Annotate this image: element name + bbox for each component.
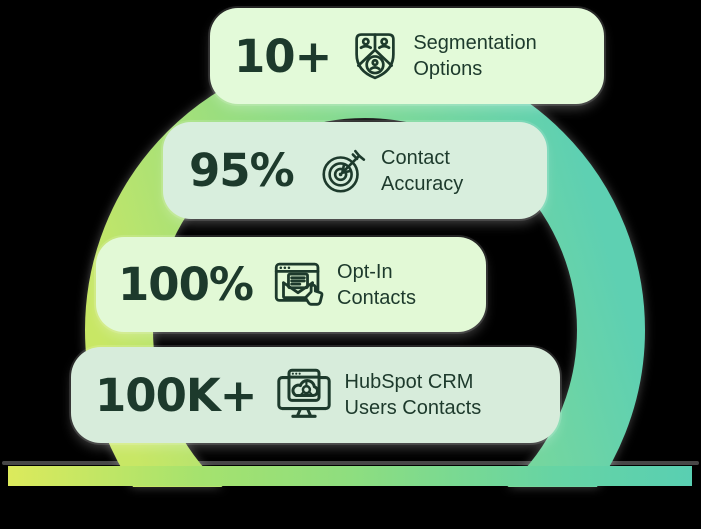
optin-mail-icon — [269, 256, 327, 314]
stat-card-segmentation: 10+ Segmentation Options — [210, 8, 604, 104]
stat-card-hubspot: 100K+ HubSpot CRM Users Contacts — [71, 347, 560, 443]
crm-monitor-icon — [273, 364, 335, 426]
stat-value: 95% — [189, 144, 295, 197]
segmentation-icon — [347, 28, 403, 84]
stat-card-accuracy: 95% Contact Accuracy — [163, 122, 547, 219]
stat-value: 10+ — [234, 29, 332, 83]
stat-value: 100% — [118, 258, 254, 311]
gradient-bar — [8, 466, 692, 486]
stat-label: HubSpot CRM Users Contacts — [344, 371, 482, 419]
bar-shadow-line — [2, 461, 699, 465]
stat-label: Segmentation Options — [413, 32, 537, 80]
stat-label: Contact Accuracy — [381, 146, 464, 195]
stat-card-optin: 100% Opt-In Contacts — [96, 237, 486, 332]
target-icon — [317, 144, 371, 198]
stat-label: Opt-In Contacts — [337, 260, 416, 309]
stat-value: 100K+ — [95, 368, 258, 422]
